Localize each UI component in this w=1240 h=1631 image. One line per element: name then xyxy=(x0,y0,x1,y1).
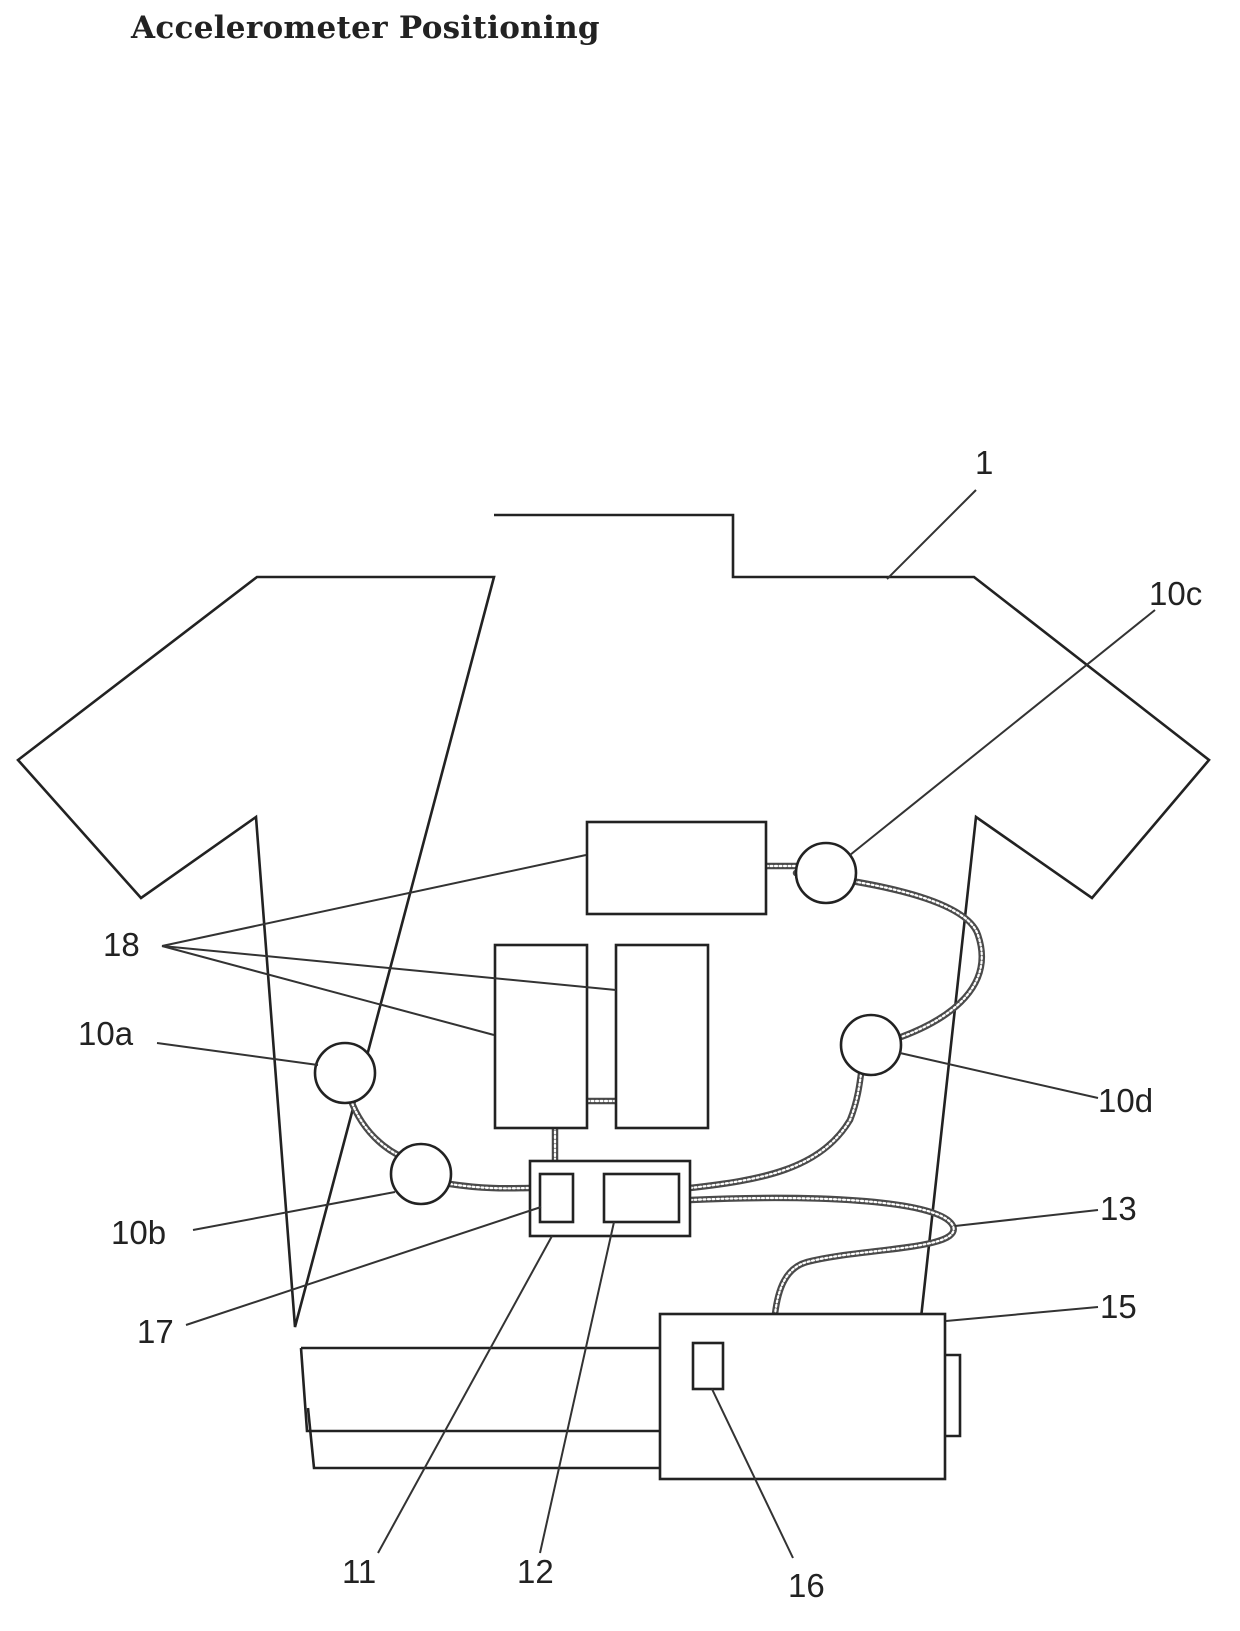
label-18: 18 xyxy=(103,926,140,963)
label-13: 13 xyxy=(1100,1190,1137,1227)
component-17 xyxy=(540,1174,573,1222)
label-10d: 10d xyxy=(1098,1082,1153,1119)
label-12: 12 xyxy=(517,1553,554,1590)
label-1: 1 xyxy=(975,444,993,481)
label-15: 15 xyxy=(1100,1288,1137,1325)
electrode-right xyxy=(616,945,708,1128)
label-10b: 10b xyxy=(111,1214,166,1251)
label-10c: 10c xyxy=(1149,575,1202,612)
electrode-left xyxy=(495,945,587,1128)
electrode-top xyxy=(587,822,766,914)
accelerometer-10a xyxy=(315,1043,375,1103)
label-10a: 10a xyxy=(78,1015,134,1052)
component-16 xyxy=(693,1343,723,1389)
shirt-outline xyxy=(18,515,1209,1468)
accelerometer-10d xyxy=(841,1015,901,1075)
label-16: 16 xyxy=(788,1567,825,1604)
label-17: 17 xyxy=(137,1313,174,1350)
accelerometer-10b xyxy=(391,1144,451,1204)
module-15 xyxy=(660,1314,945,1479)
label-11: 11 xyxy=(342,1553,376,1590)
component-12 xyxy=(604,1174,679,1222)
accelerometer-10c xyxy=(796,843,856,903)
